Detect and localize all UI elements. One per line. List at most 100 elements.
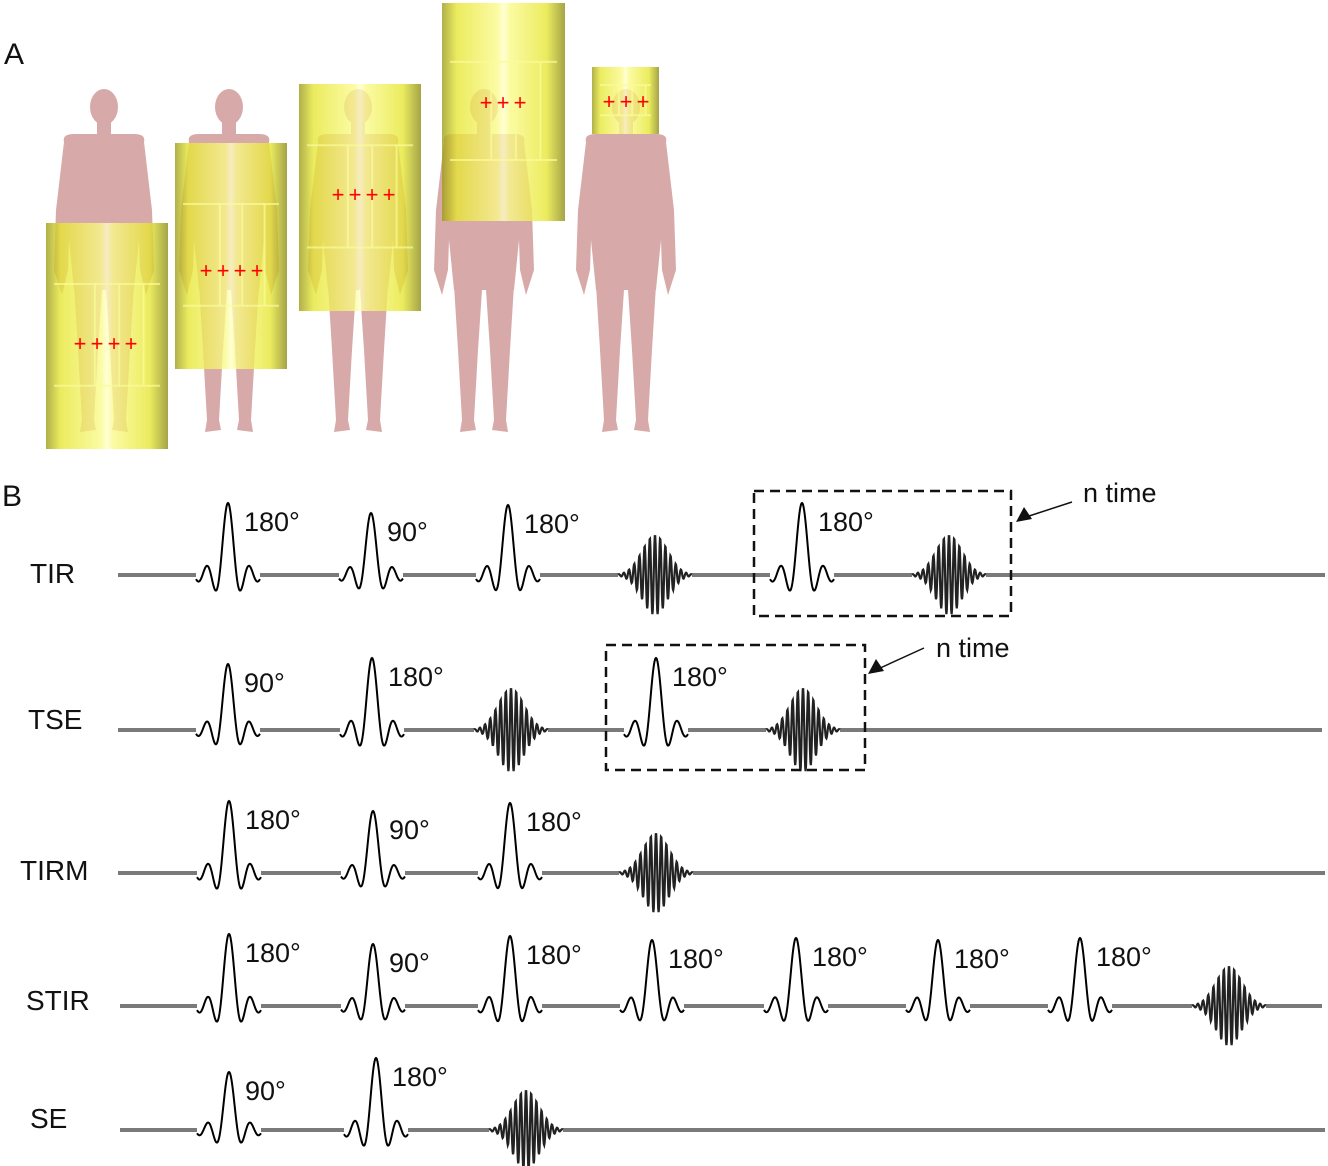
repeat-count-label: n time <box>936 633 1010 663</box>
coil-element-grid <box>450 60 557 161</box>
rf-pulse-icon <box>340 942 406 1021</box>
panel-a-label: A <box>4 38 25 71</box>
flip-angle-label: 180° <box>812 942 868 972</box>
rf-pulse-icon <box>477 801 543 890</box>
sequence-stir <box>120 932 1322 1046</box>
sequence-tse <box>118 643 1322 772</box>
plus-marker-icon: + <box>74 331 87 356</box>
flip-angle-label: 180° <box>245 938 301 968</box>
phantom-torso: ++++ <box>299 84 421 432</box>
echo-signal-icon <box>617 535 693 615</box>
rf-pulse-icon <box>195 662 261 746</box>
coil-position-markers: +++ <box>480 90 527 115</box>
flip-angle-label: 180° <box>392 1062 448 1092</box>
phantom-head: +++ <box>576 67 676 432</box>
sequence-name-label: SE <box>30 1103 68 1134</box>
arrow-icon <box>877 647 925 670</box>
rf-pulse-icon <box>623 656 689 747</box>
plus-marker-icon: + <box>637 89 650 114</box>
phantom-pelvis: ++++ <box>175 89 287 432</box>
sequence-name-label: TIRM <box>20 855 89 886</box>
flip-angle-label: 180° <box>526 940 582 970</box>
rf-pulse-icon <box>905 938 971 1022</box>
arrow-head-icon <box>1016 507 1032 522</box>
rf-pulse-icon <box>1047 936 1113 1022</box>
rf-pulse-icon <box>196 932 262 1023</box>
plus-marker-icon: + <box>332 182 345 207</box>
phantom-head-shoulders: +++ <box>434 3 565 432</box>
rf-pulse-icon <box>619 938 685 1022</box>
coil-element-grid <box>183 203 279 307</box>
plus-marker-icon: + <box>91 331 104 356</box>
plus-marker-icon: + <box>603 89 616 114</box>
flip-angle-label: 180° <box>244 507 300 537</box>
plus-marker-icon: + <box>349 182 362 207</box>
echo-signal-icon <box>765 688 841 772</box>
plus-marker-icon: + <box>217 258 230 283</box>
echo-signal-icon <box>1191 966 1267 1046</box>
sequence-name-label: STIR <box>26 985 90 1016</box>
rf-pulse-icon <box>475 503 541 592</box>
coil-element-grid <box>307 144 413 249</box>
flip-angle-label: 180° <box>526 807 582 837</box>
flip-angle-label: 180° <box>668 944 724 974</box>
sequence-name-label: TIR <box>30 558 76 589</box>
coil-element-grid <box>54 283 160 387</box>
coil-cylinder <box>175 143 287 369</box>
rf-pulse-icon <box>195 501 261 592</box>
coil-position-markers: ++++ <box>332 182 396 207</box>
flip-angle-label: 180° <box>388 662 444 692</box>
phantom-legs: ++++ <box>46 89 168 449</box>
coil-cylinder <box>46 223 168 449</box>
coil-position-markers: ++++ <box>200 258 264 283</box>
rf-pulse-icon <box>477 934 543 1023</box>
rf-pulse-icon <box>338 511 404 590</box>
rf-pulse-icon <box>196 799 262 890</box>
rf-pulse-icon <box>339 656 405 747</box>
plus-marker-icon: + <box>620 89 633 114</box>
flip-angle-label: 180° <box>245 805 301 835</box>
plus-marker-icon: + <box>108 331 121 356</box>
plus-marker-icon: + <box>480 90 493 115</box>
panel-b-label: B <box>2 480 23 513</box>
plus-marker-icon: + <box>251 258 264 283</box>
rf-pulse-icon <box>769 501 835 592</box>
sequence-tirm <box>118 799 1325 913</box>
sequence-se <box>120 1056 1325 1166</box>
coil-cylinder <box>442 3 565 221</box>
rf-pulse-icon <box>343 1056 409 1147</box>
echo-signal-icon <box>618 833 694 913</box>
echo-signal-icon <box>488 1090 564 1166</box>
flip-angle-label: 90° <box>244 668 285 698</box>
flip-angle-label: 90° <box>387 517 428 547</box>
plus-marker-icon: + <box>514 90 527 115</box>
coil-element-grid <box>600 84 651 117</box>
repeat-count-label: n time <box>1083 478 1157 508</box>
plus-marker-icon: + <box>383 182 396 207</box>
sequence-name-label: TSE <box>28 704 83 735</box>
flip-angle-label: 90° <box>389 815 430 845</box>
flip-angle-label: 180° <box>672 662 728 692</box>
plus-marker-icon: + <box>200 258 213 283</box>
flip-angle-label: 180° <box>524 509 580 539</box>
plus-marker-icon: + <box>366 182 379 207</box>
arrow-head-icon <box>868 659 884 674</box>
plus-marker-icon: + <box>497 90 510 115</box>
human-phantom <box>576 89 676 432</box>
phantom-coil-figure: ++++++++++++++++++ <box>46 3 676 449</box>
flip-angle-label: 180° <box>1096 942 1152 972</box>
coil-position-markers: ++++ <box>74 331 138 356</box>
coil-cylinder <box>592 67 659 134</box>
coil-position-markers: +++ <box>603 89 650 114</box>
echo-signal-icon <box>473 688 549 772</box>
echo-signal-icon <box>911 535 987 615</box>
repeat-loop-box <box>604 643 867 772</box>
sequence-tir <box>118 489 1325 618</box>
flip-angle-label: 90° <box>245 1076 286 1106</box>
rf-pulse-icon <box>763 936 829 1022</box>
rf-pulse-icon <box>340 809 406 888</box>
flip-angle-label: 180° <box>818 507 874 537</box>
flip-angle-label: 180° <box>954 944 1010 974</box>
repeat-loop-box <box>752 489 1013 618</box>
